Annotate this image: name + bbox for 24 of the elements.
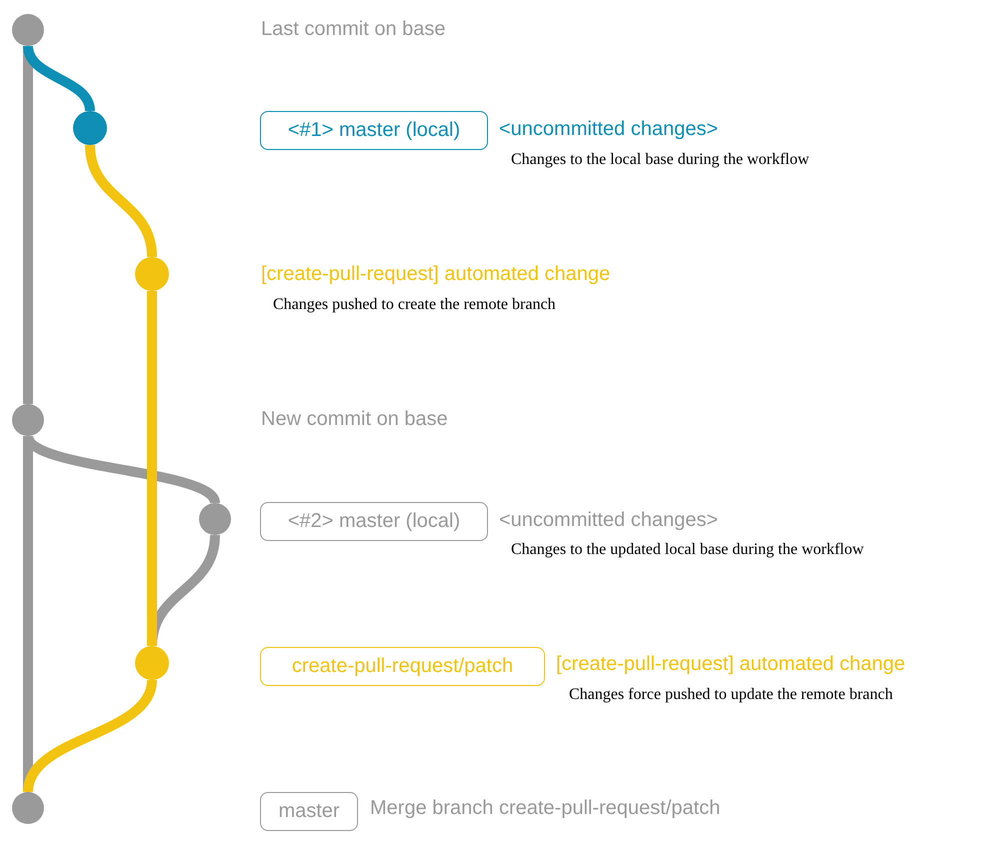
commit-message: Last commit on base	[261, 18, 446, 41]
commit-dot	[135, 257, 169, 291]
commit-dot	[73, 111, 107, 145]
commit-message: [create-pull-request] automated change	[556, 653, 906, 676]
branch-tag: <#1> master (local)	[260, 111, 488, 150]
branch-tag: create-pull-request/patch	[260, 647, 545, 686]
branch-tag: <#2> master (local)	[260, 502, 488, 541]
commit-dot	[199, 503, 231, 535]
branch-tag: master	[260, 792, 358, 831]
commit-dot	[135, 646, 169, 680]
commit-message: <uncommitted changes>	[499, 509, 718, 532]
commit-message: New commit on base	[261, 408, 448, 431]
commit-description: Changes force pushed to update the remote branch	[569, 686, 893, 704]
commit-description: Changes pushed to create the remote branch	[273, 296, 556, 314]
commit-message: <uncommitted changes>	[499, 118, 718, 141]
commit-message: Merge branch create-pull-request/patch	[370, 797, 720, 820]
branch-line	[85, 144, 157, 258]
commit-dot	[12, 404, 44, 436]
commit-dot	[12, 792, 44, 824]
commit-message: [create-pull-request] automated change	[261, 263, 610, 286]
commit-description: Changes to the updated local base during the workflow	[511, 541, 864, 559]
commit-description: Changes to the local base during the workflow	[511, 151, 810, 169]
commit-dot	[12, 14, 44, 46]
branch-line	[147, 291, 157, 646]
